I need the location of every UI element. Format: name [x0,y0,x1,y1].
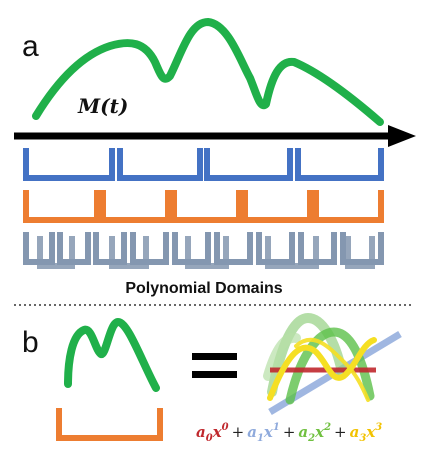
orange-domain-3 [171,190,242,223]
gray-overlap-1 [37,236,75,269]
gray-domain-row [23,232,384,265]
blue-domain-4 [295,148,384,181]
time-axis-arrowhead [388,125,416,147]
orange-domain-4 [242,190,313,223]
gray-domain-row-overlap [37,236,375,269]
orange-domain-row [23,190,384,223]
gray-overlap-3 [185,236,229,269]
polynomial-domains-caption: Polynomial Domains [125,280,282,297]
gray-overlap-4 [265,236,319,269]
blue-domain-2 [117,148,203,181]
green-quadratic-curve-b [285,327,375,405]
gray-domain-5 [172,232,211,265]
segment-domain [56,408,163,441]
blue-domain-3 [204,148,293,181]
term-1-coef: a1x1 [247,422,280,444]
gray-domain-7 [256,232,295,265]
plus-2: + [283,423,296,441]
segment-curve [64,318,160,392]
orange-domain-2 [100,190,171,223]
polynomial-expression: a0x0+a1x1+a2x2+a3x3 [196,422,382,444]
term-2-coef: a2x2 [298,422,331,444]
gray-domain-9 [340,232,384,265]
orange-domain-5 [313,190,384,223]
term-0-coef: a0x0 [196,422,229,444]
blue-domain-1 [23,148,115,181]
gray-overlap-2 [109,236,149,269]
gray-overlap-5 [345,236,375,269]
panel-a-label: a [22,30,39,63]
m-of-t-label: M(t) [77,94,128,118]
gray-domain-4 [130,232,169,265]
blue-domain-row [23,148,384,181]
yellow-cubic-curve-2 [294,337,370,402]
polynomial-decomposition [263,312,402,416]
plus-3: + [334,423,347,441]
m-of-t-curve [32,18,384,126]
plus-1: + [232,423,245,441]
gray-domain-6 [214,232,253,265]
panel-b-label: b [22,326,39,359]
yellow-cubic-curve [267,337,377,401]
equals-sign [192,353,237,378]
term-3-coef: a3x3 [350,422,383,444]
orange-domain-1 [23,190,100,223]
